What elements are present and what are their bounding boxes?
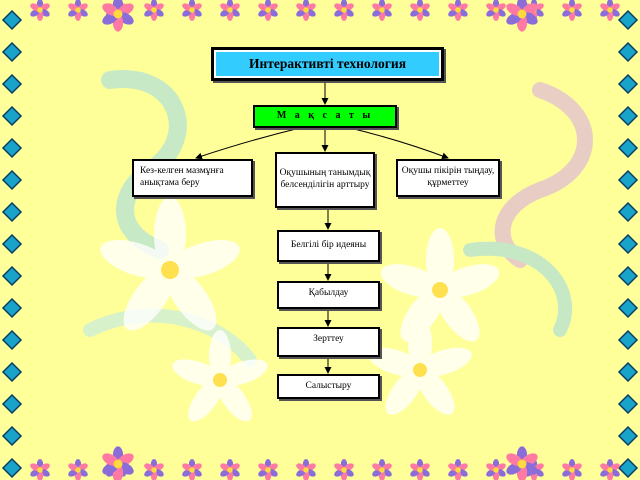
flower-icon	[258, 0, 278, 21]
flower-icon	[220, 459, 240, 480]
diamond-icon	[1, 265, 23, 287]
flower-icon	[372, 459, 392, 480]
diamond-icon	[1, 361, 23, 383]
arrow-goal-to-left	[195, 127, 301, 160]
flower-icon	[220, 0, 240, 21]
diamond-icon	[1, 105, 23, 127]
flower-icon	[182, 459, 202, 480]
flower-icon	[258, 459, 278, 480]
flower-icon	[410, 459, 430, 480]
step-box-idea: Белгілі бір идеяны	[277, 230, 380, 262]
diamond-icon	[1, 329, 23, 351]
flower-icon	[562, 0, 582, 21]
diamond-icon	[1, 233, 23, 255]
flower-icon	[182, 0, 202, 21]
flower-icon	[296, 0, 316, 21]
flower-icon	[296, 459, 316, 480]
flower-icon	[30, 0, 50, 21]
diamond-icon	[617, 9, 639, 31]
flower-icon	[372, 0, 392, 21]
flower-icon	[68, 459, 88, 480]
diamond-icon	[617, 105, 639, 127]
diamond-icon	[1, 425, 23, 447]
diamond-icon	[1, 297, 23, 319]
flower-icon	[600, 459, 620, 480]
goal-box-right: Оқушы пікірін тыңдау, құрметтеу	[396, 159, 500, 197]
diamond-icon	[617, 361, 639, 383]
goal-header: М а қ с а т ы	[253, 105, 397, 128]
flower-icon	[486, 0, 506, 21]
flower-icon	[600, 0, 620, 21]
diamond-icon	[1, 169, 23, 191]
goal-box-center: Оқушының танымдық белсенділігін арттыру	[275, 152, 375, 208]
flower-icon	[30, 459, 50, 480]
diamond-icon	[617, 41, 639, 63]
diamond-icon	[617, 393, 639, 415]
diamond-icon	[1, 137, 23, 159]
diamond-icon	[617, 233, 639, 255]
flower-icon	[334, 459, 354, 480]
diamond-icon	[1, 393, 23, 415]
flower-icon	[144, 0, 164, 21]
flower-icon	[562, 459, 582, 480]
diamond-icon	[1, 73, 23, 95]
lily-flower-icon	[100, 197, 500, 422]
step-box-compare: Салыстыру	[277, 374, 380, 399]
flower-icon	[486, 459, 506, 480]
goal-box-left: Кез-келген мазмұнға анықтама беру	[132, 159, 253, 197]
diamond-icon	[1, 41, 23, 63]
diamond-icon	[617, 329, 639, 351]
flower-icon	[448, 459, 468, 480]
flower-icon	[506, 446, 538, 480]
flower-icon	[410, 0, 430, 21]
flower-icon	[68, 0, 88, 21]
diamond-icon	[617, 201, 639, 223]
flower-icon	[334, 0, 354, 21]
diamond-icon	[617, 73, 639, 95]
diamond-icon	[617, 457, 639, 479]
step-box-research: Зерттеу	[277, 327, 380, 357]
flower-icon	[448, 0, 468, 21]
flower-icon	[144, 459, 164, 480]
diamond-icon	[1, 201, 23, 223]
flower-icon	[506, 0, 538, 32]
flower-icon	[102, 446, 134, 480]
diamond-icon	[617, 169, 639, 191]
diagram-title: Интерактивті технология	[211, 47, 444, 81]
diamond-icon	[617, 137, 639, 159]
flower-icon	[102, 0, 134, 32]
diamond-icon	[617, 265, 639, 287]
arrow-goal-to-right	[349, 127, 449, 160]
diamond-icon	[617, 425, 639, 447]
diamond-icon	[617, 297, 639, 319]
diamond-icon	[1, 9, 23, 31]
step-box-accept: Қабылдау	[277, 281, 380, 309]
diamond-icon	[1, 457, 23, 479]
